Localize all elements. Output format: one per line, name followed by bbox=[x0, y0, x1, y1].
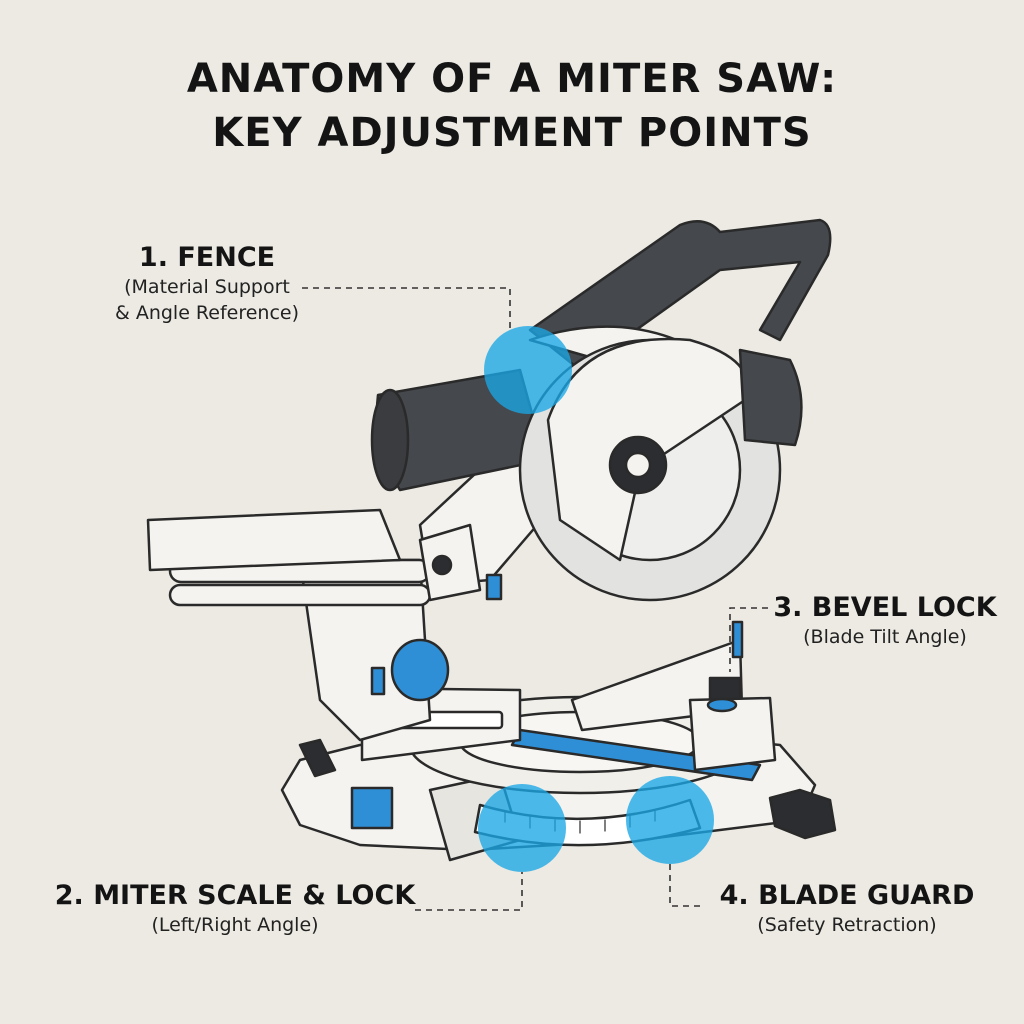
base-blue-block bbox=[350, 786, 394, 830]
callout-blade-guard-desc: (Safety Retraction) bbox=[757, 914, 937, 936]
slide-rail-bottom bbox=[168, 583, 432, 607]
rail-frame bbox=[146, 508, 402, 572]
callout-miter-scale-name: 2. MITER SCALE & LOCK bbox=[54, 880, 416, 911]
title-line-1: ANATOMY OF A MITER SAW: bbox=[186, 56, 838, 102]
fence-leader bbox=[302, 287, 511, 328]
motor-cap bbox=[370, 388, 410, 492]
blade-guard-leader bbox=[669, 864, 700, 907]
callout-blade-guard: 4. BLADE GUARD (Safety Retraction) bbox=[702, 880, 992, 938]
callout-blade-guard-name: 4. BLADE GUARD bbox=[719, 880, 975, 911]
callout-fence-desc-2: & Angle Reference) bbox=[114, 302, 300, 324]
fence-highlight bbox=[484, 326, 572, 414]
blade-guard-highlight bbox=[626, 776, 714, 864]
base-clamp bbox=[298, 738, 337, 778]
bevel-lock-knob bbox=[708, 676, 742, 702]
title-line-2: KEY ADJUSTMENT POINTS bbox=[212, 110, 812, 156]
bevel-lock-post bbox=[731, 620, 744, 659]
callout-fence-desc-1: (Material Support bbox=[124, 276, 290, 298]
callout-miter-scale-desc: (Left/Right Angle) bbox=[151, 914, 319, 936]
callout-bevel-lock: 3. BEVEL LOCK (Blade Tilt Angle) bbox=[770, 592, 1000, 650]
bevel-block bbox=[688, 696, 777, 772]
miter-lock-handle bbox=[768, 788, 837, 840]
callout-bevel-lock-name: 3. BEVEL LOCK bbox=[773, 592, 997, 623]
callout-bevel-lock-desc: (Blade Tilt Angle) bbox=[803, 626, 967, 648]
diagram-title: ANATOMY OF A MITER SAW: KEY ADJUSTMENT P… bbox=[0, 52, 1024, 160]
callout-miter-scale: 2. MITER SCALE & LOCK (Left/Right Angle) bbox=[40, 880, 430, 938]
callout-fence-name: 1. FENCE bbox=[138, 242, 276, 273]
arm-lock-tab bbox=[485, 573, 503, 601]
miter-scale-highlight bbox=[478, 784, 566, 872]
miter-leader bbox=[415, 872, 523, 911]
callout-fence: 1. FENCE (Material Support & Angle Refer… bbox=[92, 242, 322, 326]
bevel-lock-leader bbox=[729, 607, 768, 672]
motor-right bbox=[738, 348, 803, 447]
